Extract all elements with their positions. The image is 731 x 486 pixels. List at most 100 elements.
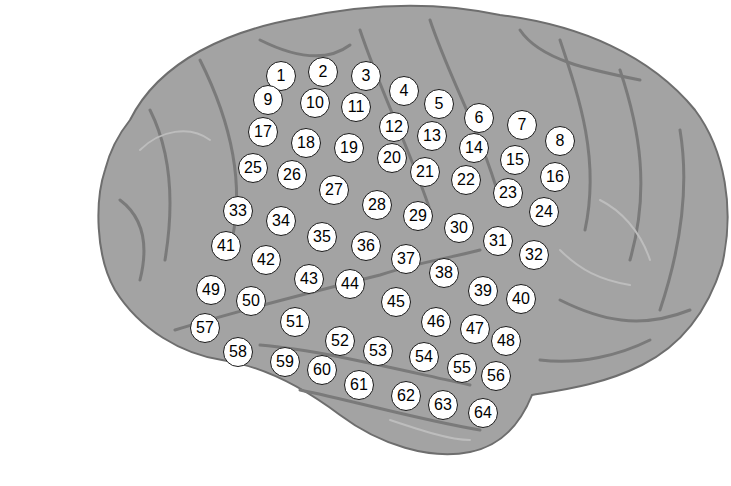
- electrode-circle: 59: [270, 347, 300, 377]
- electrode-number: 4: [400, 83, 409, 99]
- electrode-number: 39: [474, 283, 492, 299]
- electrode-number: 61: [350, 377, 368, 393]
- electrode-circle: 12: [379, 112, 409, 142]
- electrode-number: 56: [487, 368, 505, 384]
- electrode-circle: 9: [253, 85, 283, 115]
- electrode-number: 37: [397, 251, 415, 267]
- electrode-circle: 53: [363, 336, 393, 366]
- electrode-number: 23: [499, 185, 517, 201]
- electrode-circle: 20: [377, 143, 407, 173]
- electrode-number: 10: [306, 95, 324, 111]
- electrode-number: 52: [331, 333, 349, 349]
- electrode-number: 14: [465, 140, 483, 156]
- electrode-circle: 14: [459, 133, 489, 163]
- electrode-number: 40: [512, 291, 530, 307]
- electrode-number: 60: [313, 362, 331, 378]
- electrode-number: 49: [202, 282, 220, 298]
- electrode-circle: 61: [344, 370, 374, 400]
- electrode-circle: 6: [464, 103, 494, 133]
- electrode-number: 29: [409, 208, 427, 224]
- electrode-circle: 56: [481, 361, 511, 391]
- electrode-circle: 33: [223, 196, 253, 226]
- electrode-circle: 4: [389, 76, 419, 106]
- electrode-number: 16: [546, 169, 564, 185]
- electrode-number: 34: [272, 213, 290, 229]
- electrode-circle: 49: [196, 275, 226, 305]
- electrode-circle: 48: [491, 326, 521, 356]
- electrode-circle: 63: [428, 390, 458, 420]
- electrode-circle: 8: [545, 126, 575, 156]
- electrode-number: 6: [475, 110, 484, 126]
- electrode-circle: 7: [507, 110, 537, 140]
- electrode-circle: 44: [335, 269, 365, 299]
- electrode-number: 51: [286, 314, 304, 330]
- electrode-circle: 21: [410, 157, 440, 187]
- electrode-number: 62: [397, 388, 415, 404]
- electrode-number: 9: [264, 92, 273, 108]
- electrode-number: 36: [357, 238, 375, 254]
- electrode-circle: 2: [308, 57, 338, 87]
- electrode-circle: 3: [351, 61, 381, 91]
- electrode-circle: 28: [362, 190, 392, 220]
- electrode-circle: 40: [506, 284, 536, 314]
- electrode-circle: 57: [190, 313, 220, 343]
- electrode-circle: 55: [447, 353, 477, 383]
- electrode-circle: 36: [351, 231, 381, 261]
- electrode-number: 2: [319, 64, 328, 80]
- electrode-circle: 43: [294, 264, 324, 294]
- electrode-number: 53: [369, 343, 387, 359]
- electrode-number: 45: [387, 294, 405, 310]
- electrode-circle: 50: [236, 286, 266, 316]
- electrode-number: 20: [383, 150, 401, 166]
- electrode-number: 47: [466, 321, 484, 337]
- electrode-number: 43: [300, 271, 318, 287]
- electrode-circle: 32: [519, 240, 549, 270]
- electrode-number: 31: [489, 233, 507, 249]
- electrode-circle: 58: [223, 337, 253, 367]
- electrode-number: 42: [257, 252, 275, 268]
- electrode-number: 46: [427, 314, 445, 330]
- electrode-number: 3: [362, 68, 371, 84]
- electrode-number: 64: [474, 405, 492, 421]
- electrode-circle: 16: [540, 162, 570, 192]
- electrode-number: 28: [368, 197, 386, 213]
- electrode-number: 44: [341, 276, 359, 292]
- electrode-number: 33: [229, 203, 247, 219]
- electrode-number: 54: [415, 349, 433, 365]
- electrode-circle: 31: [483, 226, 513, 256]
- electrode-number: 50: [242, 293, 260, 309]
- electrode-number: 38: [435, 265, 453, 281]
- electrode-number: 25: [244, 160, 262, 176]
- electrode-number: 7: [518, 117, 527, 133]
- electrode-number: 15: [506, 152, 524, 168]
- electrode-number: 27: [325, 182, 343, 198]
- electrode-circle: 27: [319, 175, 349, 205]
- electrode-number: 57: [196, 320, 214, 336]
- electrode-number: 58: [229, 344, 247, 360]
- electrode-circle: 46: [421, 307, 451, 337]
- electrode-circle: 45: [381, 287, 411, 317]
- electrode-number: 24: [535, 204, 553, 220]
- electrode-number: 18: [297, 135, 315, 151]
- electrode-circle: 5: [424, 89, 454, 119]
- electrode-number: 26: [283, 167, 301, 183]
- electrode-number: 55: [453, 360, 471, 376]
- electrode-number: 8: [556, 133, 565, 149]
- electrode-number: 11: [348, 99, 365, 115]
- electrode-number: 35: [313, 229, 331, 245]
- electrode-number: 32: [525, 247, 543, 263]
- electrode-circle: 13: [417, 121, 447, 151]
- electrode-circle: 60: [307, 355, 337, 385]
- electrode-number: 41: [217, 238, 235, 254]
- electrode-number: 30: [450, 220, 468, 236]
- electrode-circle: 64: [468, 398, 498, 428]
- electrode-number: 63: [434, 397, 452, 413]
- electrode-number: 1: [277, 68, 286, 84]
- electrode-circle: 39: [468, 276, 498, 306]
- electrode-circle: 47: [460, 314, 490, 344]
- electrode-circle: 38: [429, 258, 459, 288]
- electrode-circle: 11: [341, 92, 371, 122]
- electrode-circle: 23: [493, 178, 523, 208]
- electrode-circle: 25: [238, 153, 268, 183]
